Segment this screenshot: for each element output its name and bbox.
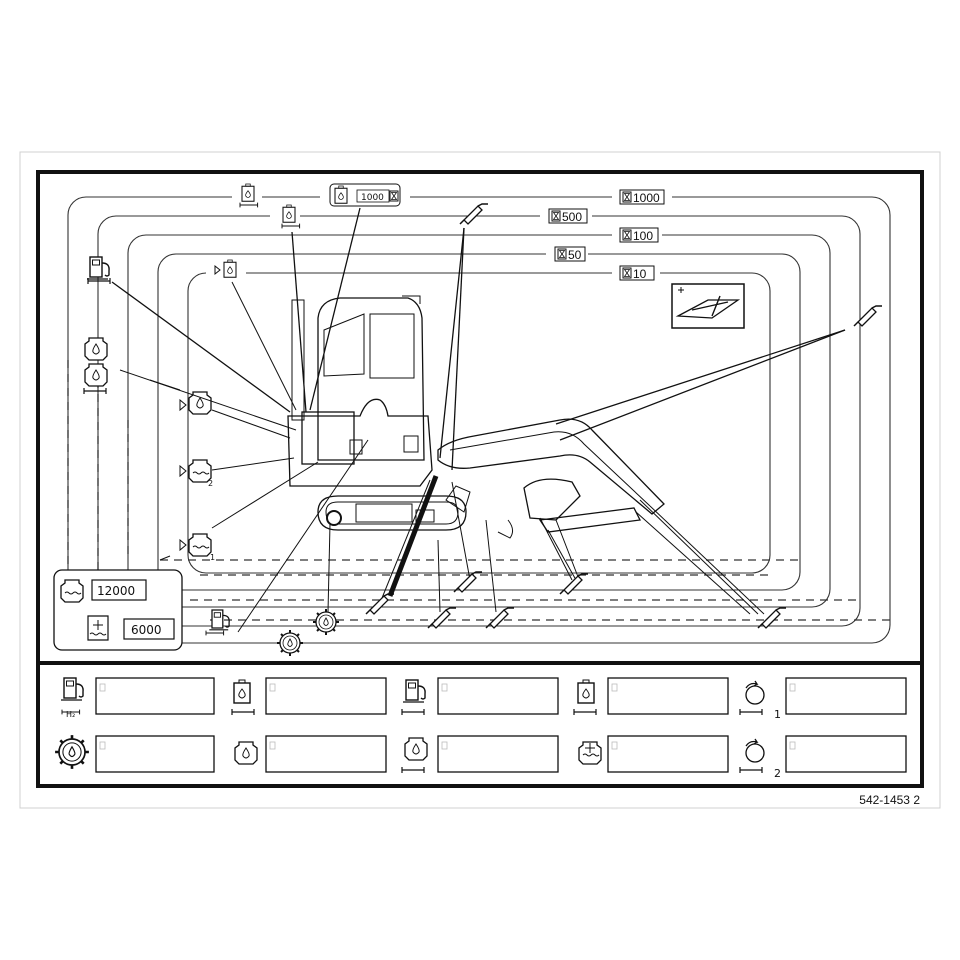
svg-text:1: 1: [774, 708, 781, 721]
svg-text:50: 50: [568, 248, 582, 262]
engine-oil-icon: [179, 391, 212, 415]
legend-field: [437, 735, 559, 773]
svg-text:1000: 1000: [361, 193, 384, 203]
svg-text:10: 10: [633, 267, 647, 281]
legend-air-filter-icon: 2: [739, 738, 781, 780]
legend-field: [265, 677, 387, 715]
svg-text:2: 2: [774, 767, 781, 780]
legend-field: [607, 677, 729, 715]
legend-field: [785, 677, 907, 715]
legend-field: [785, 735, 907, 773]
leader-lines: [111, 207, 846, 633]
coolant-change-panel: 12000 6000: [53, 569, 183, 651]
engine-oil-icon: [84, 337, 108, 361]
coolant-icon: 1: [179, 533, 215, 562]
legend-field: [95, 677, 215, 715]
svg-text:1: 1: [210, 553, 215, 562]
outer-frame: [36, 170, 924, 788]
svg-text:100: 100: [633, 229, 653, 243]
svg-text:2: 2: [208, 479, 213, 488]
legend-field: [607, 735, 729, 773]
legend-field: [265, 735, 387, 773]
legend-gear-oil-icon: [578, 741, 602, 765]
top-hydraulic-callout: 1000: [329, 183, 401, 207]
interval-100: 100: [619, 227, 659, 243]
manual-book-icon: [671, 283, 745, 329]
legend: H₂ 1: [53, 677, 907, 780]
legend-air-filter-icon: 1: [739, 680, 781, 721]
antifreeze-hours: 6000: [131, 623, 162, 637]
interval-50: 50: [554, 246, 586, 262]
interval-10: 10: [619, 265, 655, 281]
part-number: 542-1453 2: [859, 793, 920, 807]
legend-fuel-pump-icon: H₂: [60, 677, 84, 719]
svg-text:1000: 1000: [633, 191, 660, 205]
service-routes: [67, 196, 891, 644]
legend-engine-oil-icon: [234, 741, 258, 765]
hydraulic-tank-icon: [214, 259, 237, 278]
interval-500: 500: [548, 208, 588, 224]
interval-1000: 1000: [619, 189, 665, 205]
svg-text:500: 500: [562, 210, 582, 224]
coolant-icon: 2: [179, 459, 213, 488]
legend-field: [437, 677, 559, 715]
coolant-hours: 12000: [97, 584, 135, 598]
legend-field: [95, 735, 215, 773]
hydrogen-mark: H₂: [66, 710, 75, 719]
